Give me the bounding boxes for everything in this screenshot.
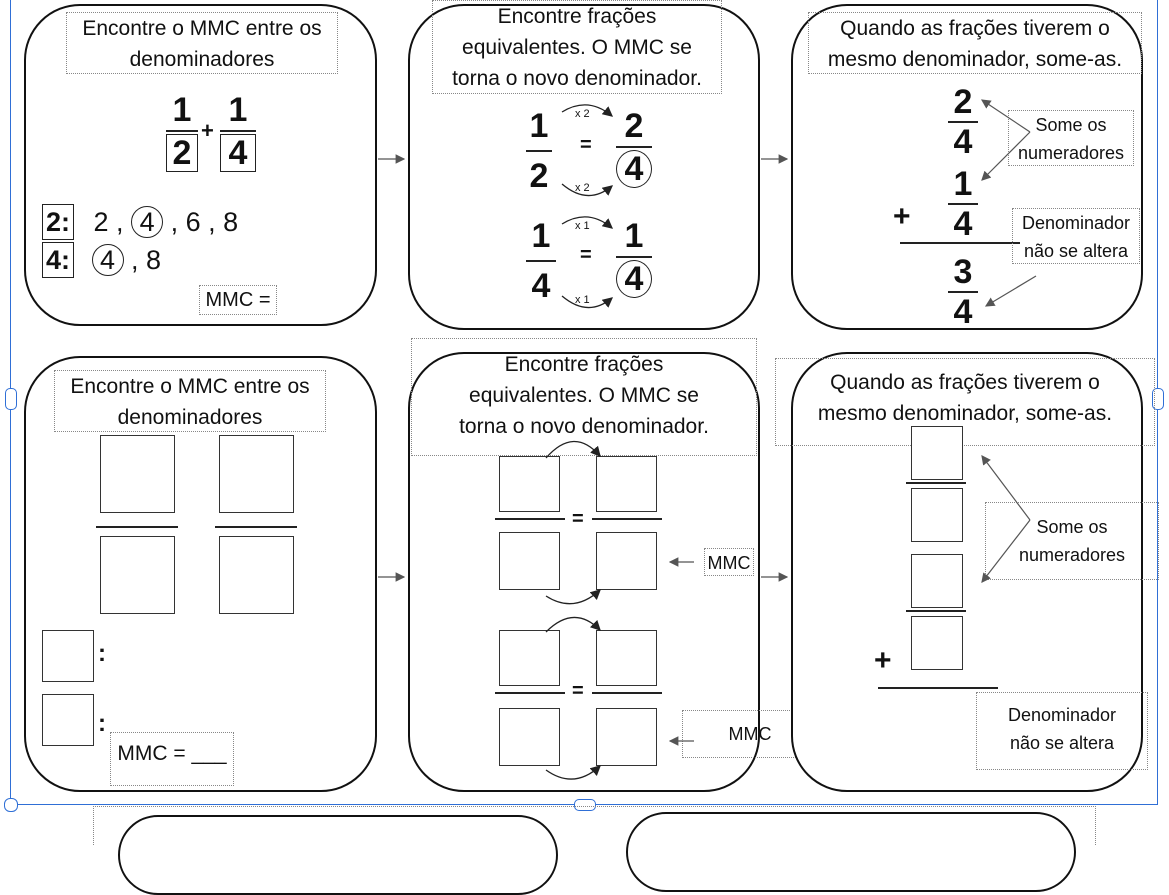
panel-equivalent-fractions (408, 4, 760, 330)
blank-denominator-2[interactable] (219, 536, 294, 614)
note-add-numerators[interactable]: Some os numeradores (1008, 110, 1134, 166)
multiplier-bottom: x 2 (575, 182, 590, 194)
row-label-4: 4: (42, 242, 75, 278)
next-page-frame (93, 806, 1096, 845)
resize-handle-left[interactable] (5, 388, 17, 410)
resize-handle-bottom[interactable] (574, 799, 596, 811)
panel2-title[interactable]: Encontre frações equivalentes. O MMC se … (432, 0, 722, 94)
resize-handle-right[interactable] (1152, 388, 1164, 410)
fraction-bar-1 (96, 526, 178, 528)
blank-box[interactable] (499, 708, 560, 766)
label-mmc[interactable]: MMC (704, 548, 754, 576)
plus-sign: + (893, 200, 911, 233)
mmc-answer-blank[interactable]: MMC = ___ (110, 732, 234, 786)
blank-box[interactable] (499, 532, 560, 590)
sum-bar (878, 687, 998, 689)
blank-denominator-1[interactable] (100, 536, 175, 614)
fraction-bar (906, 610, 966, 612)
colon: : (98, 710, 106, 737)
panel-add-fractions (791, 4, 1143, 330)
plus-sign: + (201, 118, 214, 143)
panel4-title[interactable]: Encontre o MMC entre os denominadores (54, 370, 326, 432)
panel3-title[interactable]: Quando as frações tiverem o mesmo denomi… (808, 12, 1142, 74)
answer-line[interactable]: ___ (191, 742, 227, 765)
blank-box[interactable] (596, 708, 657, 766)
circled-4: 4 (91, 244, 124, 276)
fraction-3-4: 3 4 (948, 254, 978, 330)
panel-equivalent-fractions-blank (408, 352, 760, 792)
equals-sign: = (572, 508, 584, 530)
equals-sign: = (572, 680, 584, 702)
note-add-numerators[interactable]: Some os numeradores (985, 502, 1159, 580)
blank-box[interactable] (911, 554, 963, 608)
blank-box[interactable] (499, 456, 560, 512)
multiplier-top: x 1 (575, 220, 590, 232)
multiples-row-4: 4: 4 , 8 (42, 242, 161, 278)
circled-4: 4 (131, 206, 164, 238)
fraction-bar (495, 518, 565, 520)
fraction-bar (592, 692, 662, 694)
fraction-1-4: 1 4 (526, 218, 556, 304)
multiples-row-2: 2: 2 , 4 , 6 , 8 (42, 204, 238, 240)
panel1-title[interactable]: Encontre o MMC entre os denominadores (66, 12, 338, 74)
blank-box[interactable] (499, 630, 560, 686)
multiplier-bottom: x 1 (575, 294, 590, 306)
panel-add-fractions-blank (791, 352, 1143, 792)
blank-box[interactable] (596, 630, 657, 686)
multiplier-top: x 2 (575, 108, 590, 120)
fraction-quarter: 1 4 (220, 92, 256, 172)
blank-box[interactable] (911, 616, 963, 670)
equals-sign: = (580, 134, 592, 156)
fraction-bar (495, 692, 565, 694)
mmc-answer-label[interactable]: MMC = (199, 285, 277, 315)
plus-sign: + (874, 644, 892, 677)
panel5-title[interactable]: Encontre frações equivalentes. O MMC se … (411, 338, 757, 456)
row-label-2: 2: (42, 204, 75, 240)
sum-bar (900, 242, 1020, 244)
panel-find-lcm (24, 4, 377, 326)
equals-sign: = (580, 244, 592, 266)
fraction-bar (592, 518, 662, 520)
blank-denominator-label-1[interactable] (42, 630, 94, 682)
blank-box[interactable] (911, 488, 963, 542)
blank-box[interactable] (911, 426, 963, 480)
note-denominator-unchanged[interactable]: Denominador não se altera (976, 692, 1148, 770)
panel-next-right (626, 812, 1076, 892)
blank-box[interactable] (596, 532, 657, 590)
fraction-bar (906, 482, 966, 484)
fraction-1-4-result: 1 4 (616, 218, 652, 298)
colon: : (98, 640, 106, 667)
note-denominator-unchanged[interactable]: Denominador não se altera (1012, 208, 1140, 264)
blank-denominator-label-2[interactable] (42, 694, 94, 746)
blank-box[interactable] (596, 456, 657, 512)
resize-handle-corner[interactable] (4, 798, 18, 812)
fraction-2-4: 2 4 (616, 108, 652, 188)
fraction-2-4: 2 4 (948, 84, 978, 160)
blank-numerator-1[interactable] (100, 435, 175, 513)
fraction-bar-2 (215, 526, 297, 528)
blank-numerator-2[interactable] (219, 435, 294, 513)
fraction-half: 1 2 (166, 92, 198, 172)
fraction-1-4: 1 4 (948, 166, 978, 242)
fraction-1-2: 1 2 (526, 108, 552, 194)
panel-next-left (118, 815, 558, 895)
panel6-title[interactable]: Quando as frações tiverem o mesmo denomi… (775, 358, 1155, 446)
